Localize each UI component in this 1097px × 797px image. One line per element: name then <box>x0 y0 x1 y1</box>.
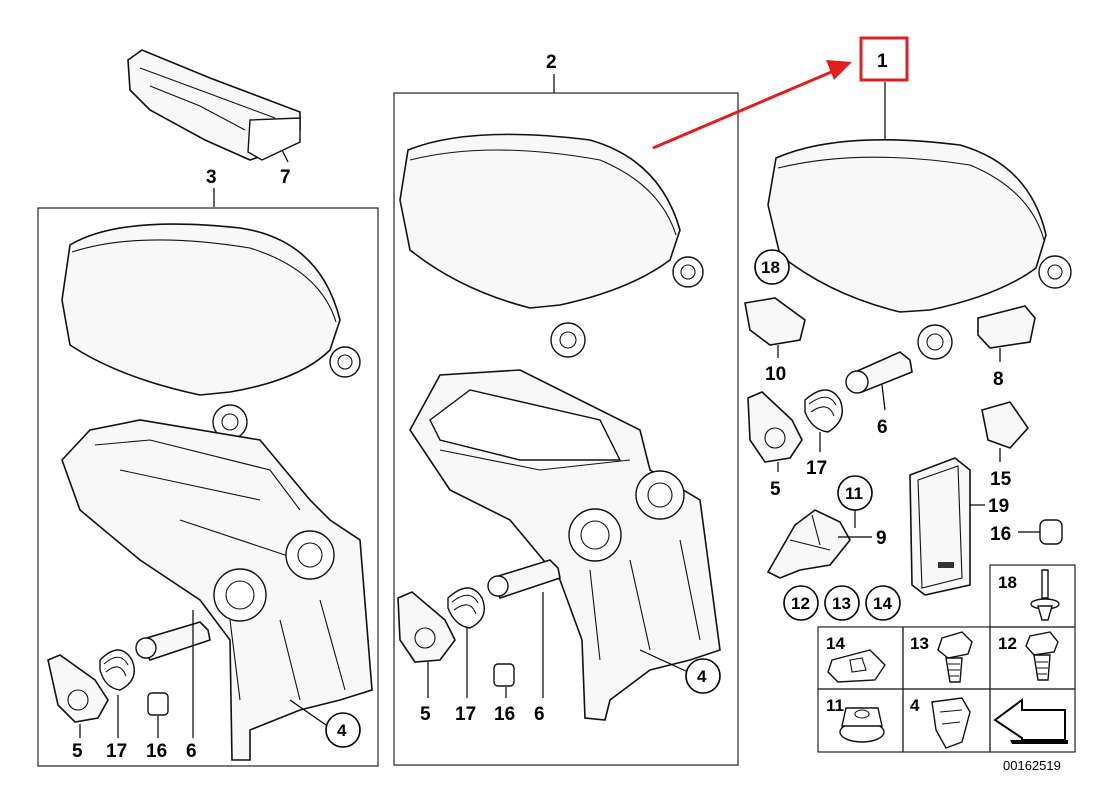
callout-4-circle-box3 <box>325 712 361 748</box>
callout-19: 19 <box>988 496 1009 517</box>
bushing-part-16 <box>1039 519 1063 545</box>
tray-part-7 <box>127 49 301 161</box>
callout-18-circle <box>754 249 790 285</box>
console-base-box2 <box>409 369 721 721</box>
fastener-grid <box>817 564 1076 753</box>
flange-nut-icon <box>839 707 885 743</box>
parts-row-box3 <box>47 621 211 723</box>
callout-13: 13 <box>832 594 851 613</box>
callout-12: 12 <box>791 594 810 613</box>
grid-label-18: 18 <box>998 573 1017 592</box>
clip-icon <box>931 697 971 749</box>
callout-18: 18 <box>761 258 780 277</box>
callout-9: 9 <box>876 528 887 549</box>
grid-label-12: 12 <box>998 634 1017 653</box>
callout-7: 7 <box>280 167 291 188</box>
callout-5-box2: 5 <box>420 704 431 725</box>
callout-17-box2: 17 <box>455 704 476 725</box>
hinge-part-5 <box>747 391 803 463</box>
bracket-part-9 <box>766 509 851 579</box>
highlight-box <box>859 36 909 82</box>
grid-label-13: 13 <box>910 634 929 653</box>
direction-arrow-icon <box>993 698 1068 744</box>
callout-12-circle <box>783 585 819 621</box>
callout-5-right: 5 <box>770 479 781 500</box>
callout-6-right: 6 <box>877 417 888 438</box>
assembly-box-3 <box>37 207 379 767</box>
grid-label-4: 4 <box>910 696 920 715</box>
push-pin-icon <box>1030 569 1060 621</box>
callout-17-box3: 17 <box>106 741 127 762</box>
diagram-code: 00162519 <box>1003 758 1061 773</box>
spring-nut-icon <box>827 649 886 683</box>
armrest-lid-box3 <box>61 223 361 440</box>
callout-4-box2: 4 <box>697 667 707 686</box>
callout-4-box3: 4 <box>337 721 347 740</box>
callout-2: 2 <box>546 52 557 73</box>
clip-part-10 <box>744 297 806 346</box>
callout-1: 1 <box>877 51 888 72</box>
grid-label-14: 14 <box>826 634 845 653</box>
grid-label-11: 11 <box>826 696 844 715</box>
armrest-lid-part-1 <box>767 138 1072 360</box>
callout-16-box2: 16 <box>494 704 515 725</box>
screw-icon <box>1025 631 1059 681</box>
spring-pin-part-6 <box>845 351 913 394</box>
callout-3: 3 <box>206 167 217 188</box>
callout-16-right: 16 <box>990 524 1011 545</box>
parts-row-box2 <box>397 559 561 687</box>
mat-part-19 <box>909 457 971 596</box>
callout-10: 10 <box>765 364 786 385</box>
callout-8: 8 <box>993 369 1004 390</box>
latch-part-8 <box>977 305 1036 349</box>
cap-part-15 <box>981 401 1030 449</box>
armrest-lid-box2 <box>399 133 704 358</box>
callout-6-box2: 6 <box>534 704 545 725</box>
callout-15: 15 <box>990 469 1012 490</box>
console-base-box3 <box>61 419 373 761</box>
highlight-arrowhead <box>826 60 852 80</box>
callout-5-box3: 5 <box>72 741 83 762</box>
assembly-box-2 <box>393 92 739 766</box>
hex-bolt-icon <box>937 631 973 683</box>
highlight-arrow <box>652 68 837 150</box>
callout-16-box3: 16 <box>146 741 167 762</box>
callout-13-circle <box>824 585 860 621</box>
spring-part-17 <box>804 389 843 433</box>
callout-6-box3: 6 <box>186 741 197 762</box>
callout-11-top: 11 <box>845 484 863 503</box>
callout-17-right: 17 <box>806 458 827 479</box>
callout-14-circle <box>865 585 901 621</box>
callout-14: 14 <box>873 594 892 613</box>
callout-4-circle-box2 <box>685 658 721 694</box>
